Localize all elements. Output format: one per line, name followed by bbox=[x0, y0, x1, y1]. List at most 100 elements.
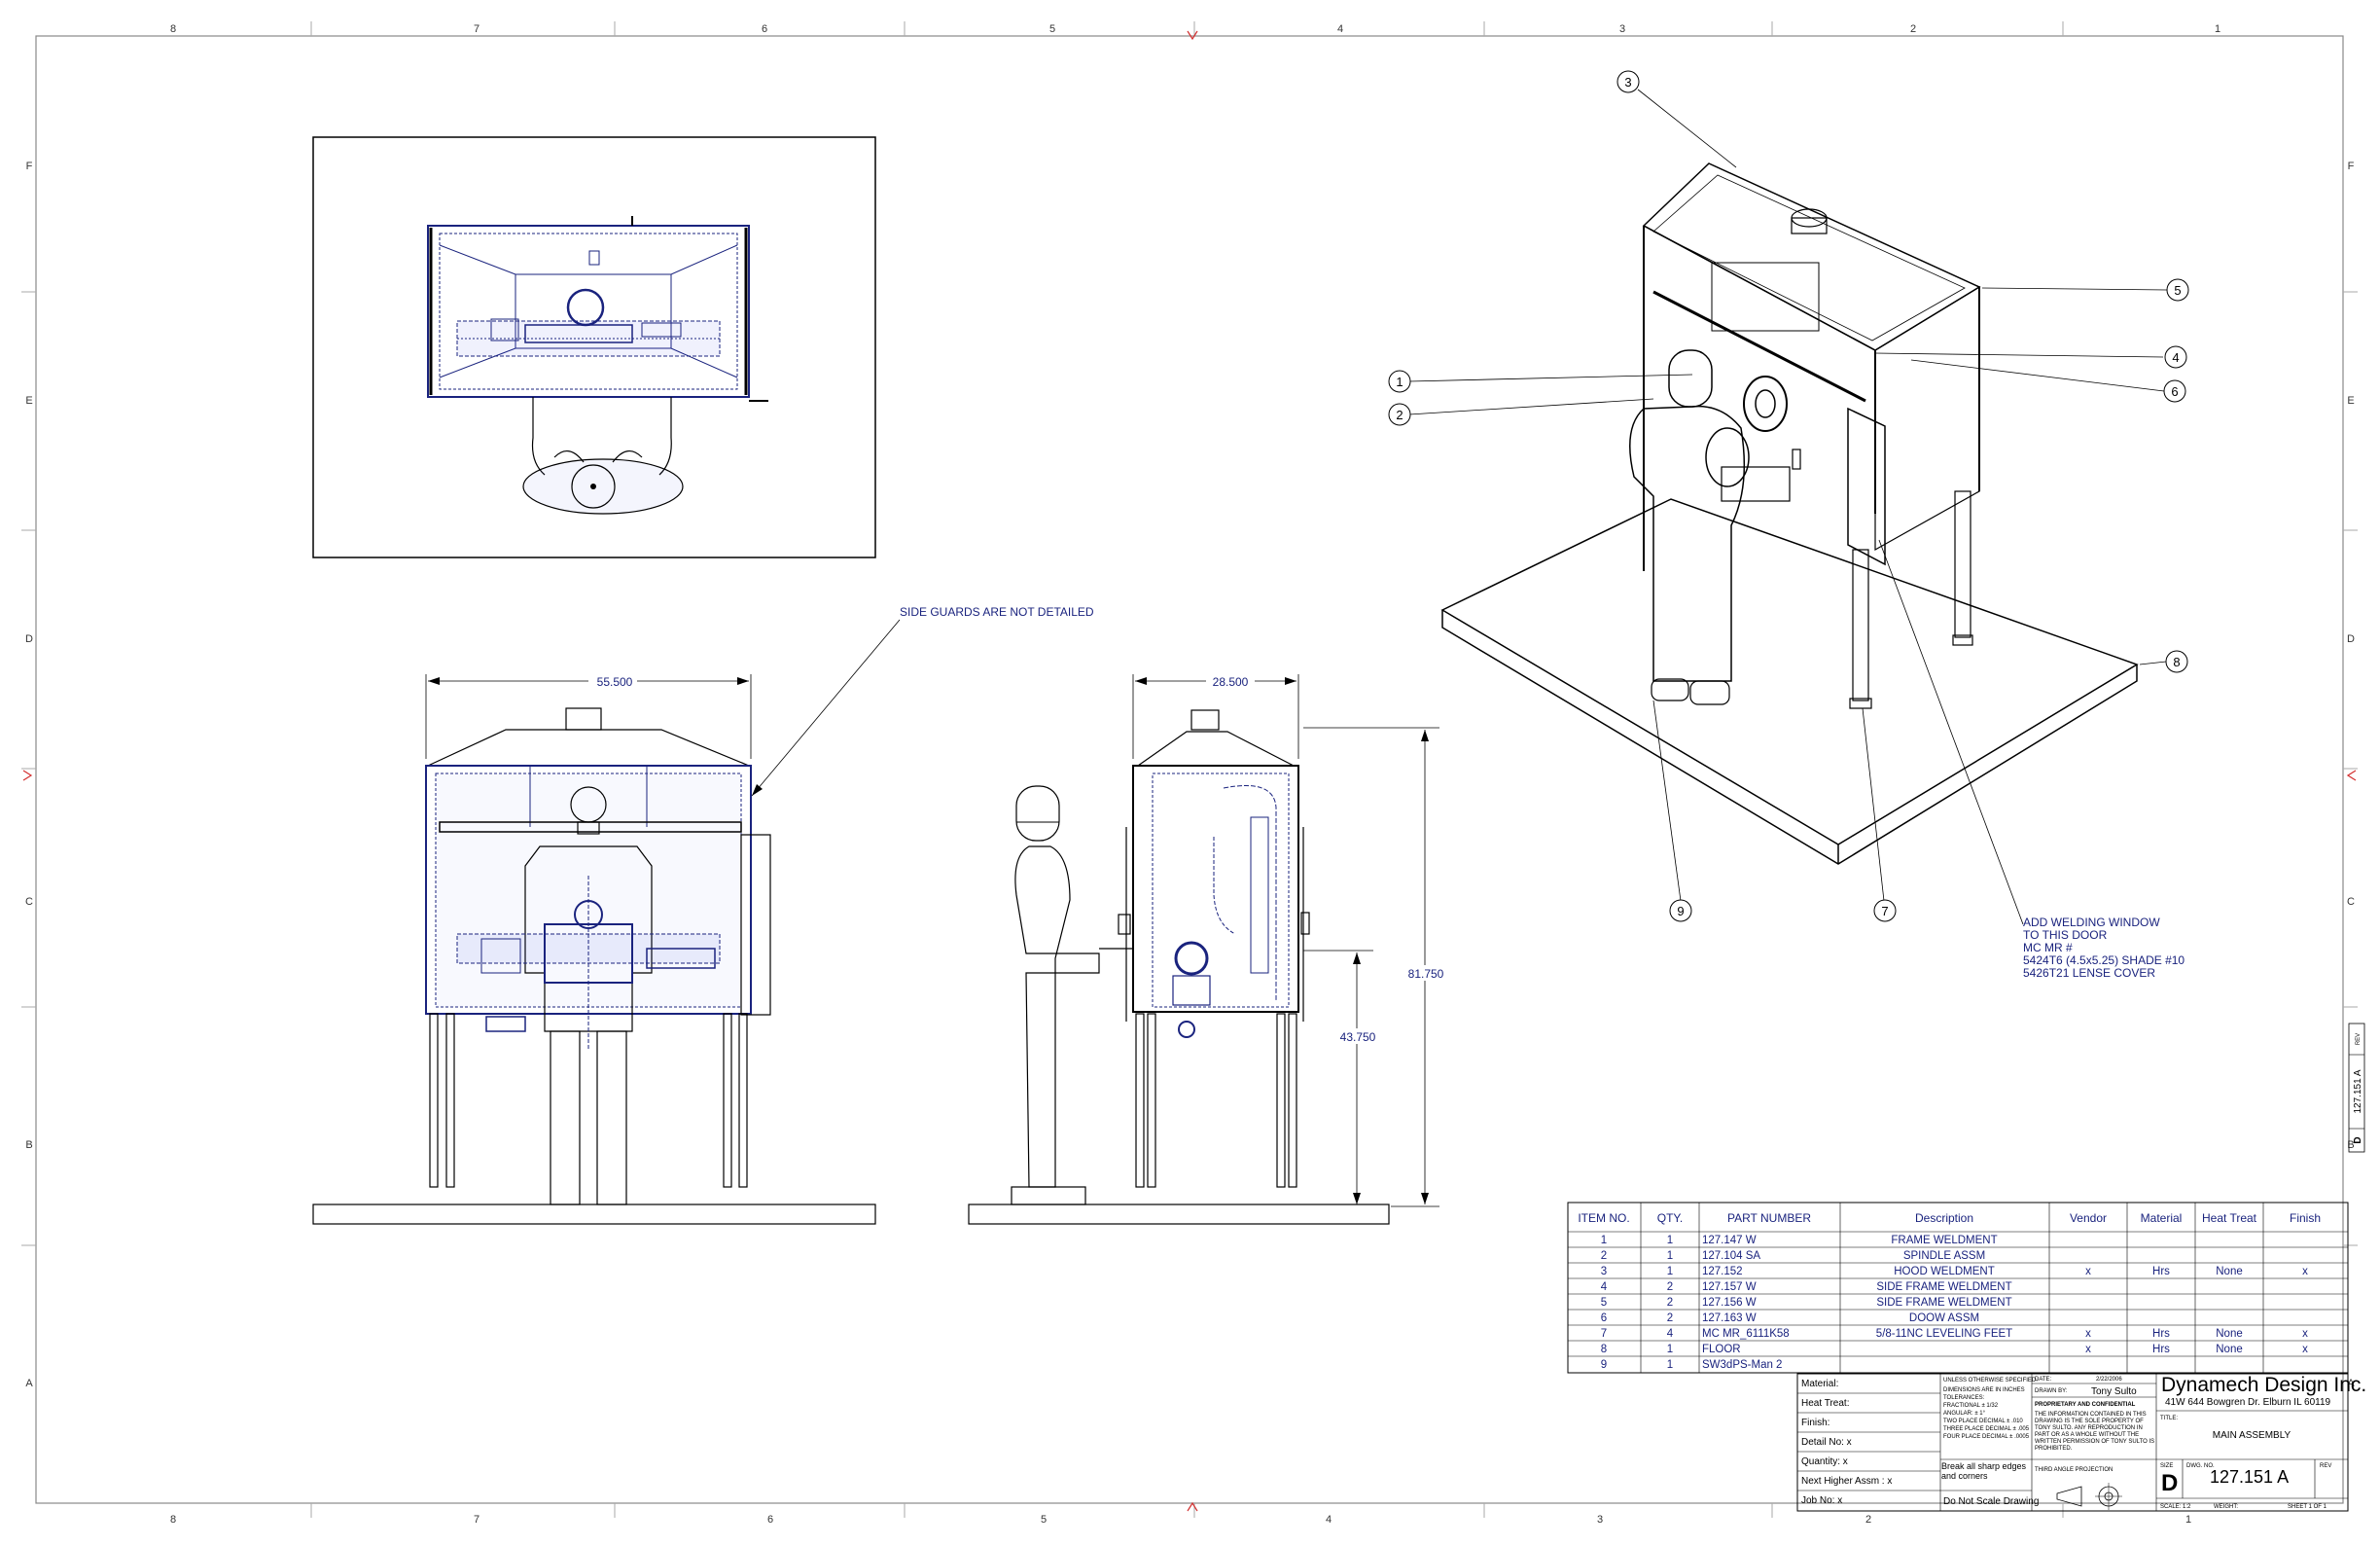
zone-bottom-label: 8 bbox=[170, 1514, 176, 1526]
side-guards-note: SIDE GUARDS ARE NOT DETAILED bbox=[751, 605, 1094, 797]
balloon-label: 4 bbox=[2172, 350, 2179, 365]
tb-material-label: Material: bbox=[1801, 1379, 1838, 1389]
bom-header-qty: QTY. bbox=[1657, 1211, 1683, 1225]
balloons: 1 2 3 4 5 6 7 8 9 bbox=[1388, 70, 2189, 922]
tb-size: D bbox=[2161, 1470, 2178, 1496]
balloon-leaders bbox=[1408, 89, 2168, 925]
welding-note-line: 5426T21 LENSE COVER bbox=[2023, 966, 2155, 980]
bom-cell-qty: 2 bbox=[1667, 1281, 1673, 1293]
balloon-label: 2 bbox=[1396, 408, 1403, 422]
zone-side-label: C bbox=[25, 896, 33, 908]
bom-cell-description: DOOW ASSM bbox=[1909, 1312, 1979, 1324]
bom-cell-vendor: x bbox=[2085, 1328, 2091, 1340]
bom-cell-item-no: 1 bbox=[1601, 1235, 1607, 1246]
balloon-7[interactable]: 7 bbox=[1873, 899, 1897, 922]
bom-cell-item-no: 5 bbox=[1601, 1297, 1607, 1309]
bom-header-material: Material bbox=[2141, 1211, 2183, 1225]
balloon-5[interactable]: 5 bbox=[2166, 278, 2189, 302]
tb-quantity-label: Quantity: x bbox=[1801, 1456, 1848, 1467]
bom-header-description: Description bbox=[1915, 1211, 1973, 1225]
side-guards-note-text: SIDE GUARDS ARE NOT DETAILED bbox=[900, 605, 1094, 619]
tb-proprietary-line: DRAWING IS THE SOLE PROPERTY OF bbox=[2035, 1419, 2144, 1424]
zone-side-label: B bbox=[2347, 1139, 2354, 1151]
tb-proprietary-line: PART OR AS A WHOLE WITHOUT THE bbox=[2035, 1432, 2139, 1438]
bom-cell-heat-treat: None bbox=[2216, 1328, 2243, 1340]
balloon-3[interactable]: 3 bbox=[1616, 70, 1640, 93]
bom-cell-finish: x bbox=[2302, 1266, 2308, 1277]
tb-proprietary-title: PROPRIETARY AND CONFIDENTIAL bbox=[2035, 1402, 2136, 1408]
tb-proprietary-line: THE INFORMATION CONTAINED IN THIS bbox=[2035, 1412, 2147, 1418]
zone-side-label: D bbox=[25, 633, 33, 645]
tb-date: 2/22/2006 bbox=[2096, 1377, 2122, 1383]
bom-cell-finish: x bbox=[2302, 1344, 2308, 1355]
bom-cell-item-no: 8 bbox=[1601, 1344, 1607, 1355]
zone-bottom-label: 6 bbox=[767, 1514, 773, 1526]
bom-cell-heat-treat: None bbox=[2216, 1266, 2243, 1277]
balloon-4[interactable]: 4 bbox=[2164, 345, 2187, 369]
bom-cell-part-number: 127.152 bbox=[1702, 1266, 1743, 1277]
bom-cell-part-number: 127.156 W bbox=[1702, 1297, 1757, 1309]
welding-note-line: ADD WELDING WINDOW bbox=[2023, 916, 2160, 929]
tb-break-note: Break all sharp edges and corners bbox=[1941, 1461, 2027, 1481]
tb-tolerance-line: FRACTIONAL ± 1/32 bbox=[1943, 1403, 1999, 1409]
bom-cell-item-no: 6 bbox=[1601, 1312, 1607, 1324]
edge-stamp-rev: REV bbox=[2356, 1033, 2362, 1045]
bom-cell-qty: 4 bbox=[1667, 1328, 1674, 1340]
third-angle-projection-icon bbox=[2056, 1483, 2122, 1510]
zone-bottom-label: 7 bbox=[474, 1514, 480, 1526]
tb-scale: SCALE: 1:2 bbox=[2160, 1504, 2191, 1510]
balloon-6[interactable]: 6 bbox=[2163, 379, 2186, 403]
front-view[interactable] bbox=[312, 707, 876, 1225]
top-view-frame bbox=[312, 136, 876, 558]
bom-cell-item-no: 2 bbox=[1601, 1250, 1607, 1262]
bom-cell-qty: 1 bbox=[1667, 1235, 1673, 1246]
zone-top-label: 3 bbox=[1619, 23, 1625, 35]
table-height-dimension: 43.750 bbox=[1303, 950, 1380, 1204]
zone-top-label: 7 bbox=[474, 23, 480, 35]
bom-cell-description: SIDE FRAME WELDMENT bbox=[1876, 1281, 2011, 1293]
side-view[interactable] bbox=[968, 709, 1390, 1225]
dim-front-width: 55.500 bbox=[597, 675, 633, 689]
title-block: Material: Heat Treat: Finish: Detail No:… bbox=[1796, 1373, 2366, 1512]
dim-overall-height: 81.750 bbox=[1408, 967, 1444, 981]
tb-title: MAIN ASSEMBLY bbox=[2213, 1430, 2291, 1441]
bom-row: 6 2 127.163 W DOOW ASSM bbox=[1601, 1312, 1979, 1324]
bom-cell-part-number: 127.163 W bbox=[1702, 1312, 1757, 1324]
bom-cell-qty: 2 bbox=[1667, 1297, 1673, 1309]
top-view[interactable] bbox=[312, 136, 876, 558]
tb-tolerance-line: TOLERANCES: bbox=[1943, 1395, 1985, 1401]
zone-top-label: 4 bbox=[1337, 23, 1343, 35]
tb-dwg-no: 127.151 A bbox=[2210, 1467, 2289, 1487]
tb-tolerance-line: TWO PLACE DECIMAL ± .010 bbox=[1943, 1419, 2023, 1424]
isometric-view[interactable] bbox=[1440, 162, 2139, 865]
tb-size-label: SIZE bbox=[2160, 1463, 2173, 1469]
welding-note-line: MC MR # bbox=[2023, 941, 2073, 954]
balloon-8[interactable]: 8 bbox=[2165, 650, 2188, 673]
bom-cell-item-no: 3 bbox=[1601, 1266, 1607, 1277]
bom-header-row: ITEM NO. QTY. PART NUMBER Description Ve… bbox=[1578, 1211, 2321, 1225]
bom-cell-part-number: FLOOR bbox=[1702, 1344, 1741, 1355]
bom-cell-qty: 1 bbox=[1667, 1266, 1673, 1277]
bom-cell-qty: 2 bbox=[1667, 1312, 1673, 1324]
bom-cell-part-number: MC MR_6111K58 bbox=[1702, 1328, 1790, 1340]
bom-header-item-no: ITEM NO. bbox=[1578, 1211, 1629, 1225]
balloon-9[interactable]: 9 bbox=[1669, 899, 1692, 922]
bom-cell-description: SPINDLE ASSM bbox=[1903, 1250, 1985, 1262]
zone-bottom-label: 4 bbox=[1326, 1514, 1332, 1526]
bill-of-materials: ITEM NO. QTY. PART NUMBER Description Ve… bbox=[1567, 1202, 2349, 1374]
zone-side-label: E bbox=[2347, 395, 2354, 407]
zone-bottom-label: 1 bbox=[2185, 1514, 2191, 1526]
tb-proprietary-line: TONY SULTO. ANY REPRODUCTION IN bbox=[2035, 1425, 2143, 1431]
tb-weight: WEIGHT: bbox=[2214, 1504, 2238, 1510]
center-marks bbox=[22, 30, 2357, 1512]
side-width-dimension: 28.500 bbox=[1132, 673, 1299, 759]
balloon-2[interactable]: 2 bbox=[1388, 403, 1411, 426]
bom-cell-description: HOOD WELDMENT bbox=[1894, 1266, 1995, 1277]
balloon-1[interactable]: 1 bbox=[1388, 370, 1411, 393]
tb-tolerance-line: FOUR PLACE DECIMAL ± .0005 bbox=[1943, 1434, 2030, 1440]
